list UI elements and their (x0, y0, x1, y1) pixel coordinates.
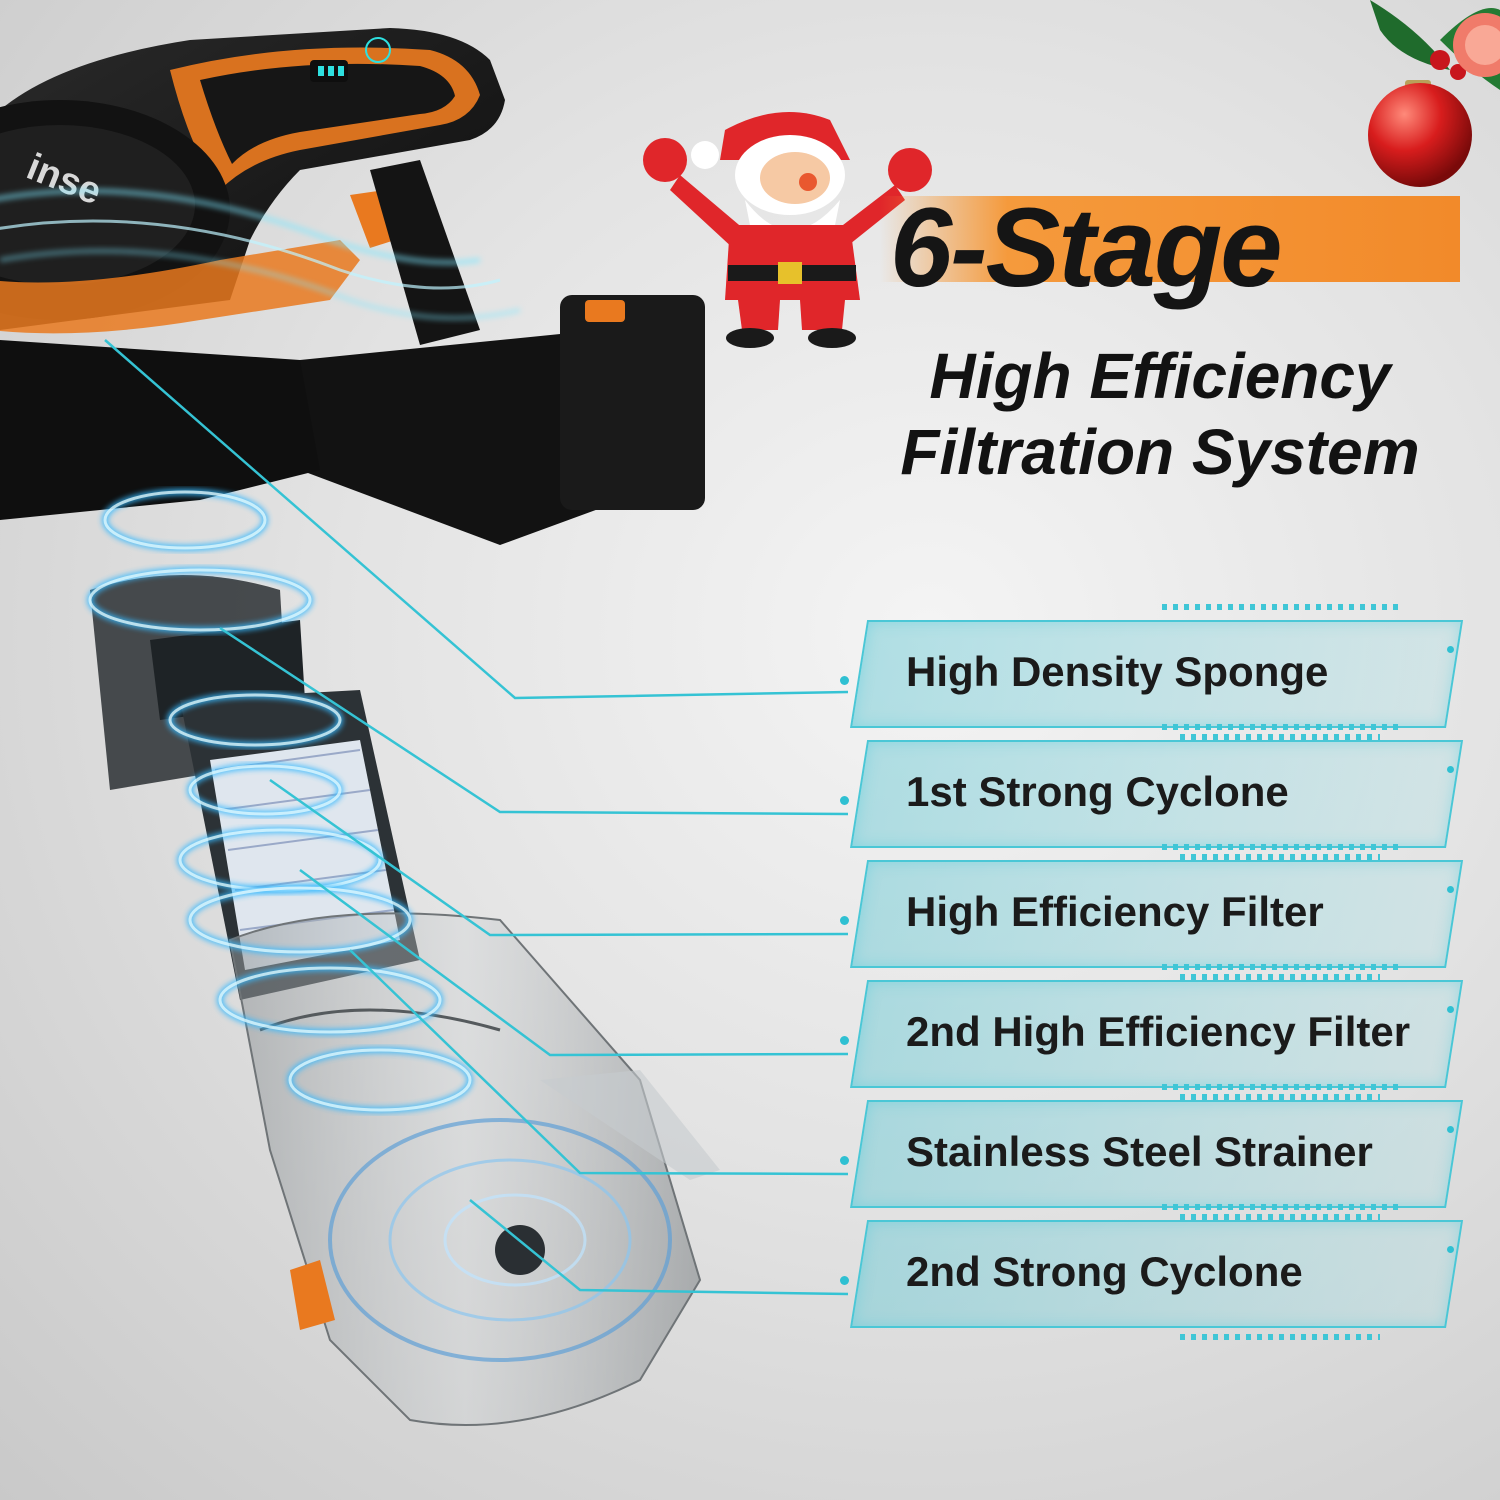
connector-dot (1447, 1246, 1454, 1253)
stage-label: 2nd High Efficiency Filter (906, 1008, 1411, 1055)
christmas-ornament-icon (1368, 13, 1500, 187)
connector-dot (840, 1276, 849, 1285)
connector-dot (1447, 886, 1454, 893)
leader-line-cyclone-2 (469, 1199, 849, 1296)
leader-line-cyclone-1 (219, 626, 849, 816)
panel-ticks (1162, 724, 1402, 730)
panel-ticks (1162, 844, 1402, 850)
panel-ticks (1180, 974, 1380, 980)
stage-panel-cyclone-2: 2nd Strong Cyclone (840, 1204, 1464, 1340)
cordless-vacuum-illustration: inse (0, 28, 705, 545)
subtitle: High Efficiency Filtration System (860, 338, 1460, 490)
panel-ticks (1180, 1094, 1380, 1100)
stage-panel-strainer: Stainless Steel Strainer (840, 1084, 1464, 1220)
panel-ticks (1162, 1084, 1402, 1090)
panel-ticks (1162, 964, 1402, 970)
stage-panel-filter-2: 2nd High Efficiency Filter (840, 964, 1464, 1100)
panel-ticks (1180, 854, 1380, 860)
stage-label: 1st Strong Cyclone (906, 768, 1289, 815)
stage-label: 2nd Strong Cyclone (906, 1248, 1303, 1295)
connector-dot (840, 1156, 849, 1165)
filter-stack-illustration (87, 489, 720, 1426)
stage-panel-cyclone-1: 1st Strong Cyclone (840, 724, 1464, 860)
leader-line-strainer (349, 949, 849, 1176)
leader-line-sponge (104, 339, 849, 700)
connector-dot (1447, 1126, 1454, 1133)
subtitle-line-2: Filtration System (900, 416, 1420, 488)
subtitle-line-1: High Efficiency (929, 340, 1391, 412)
connector-dot (1447, 1006, 1454, 1013)
panel-ticks (1180, 1214, 1380, 1220)
panel-ticks (1162, 604, 1402, 610)
stage-label: High Density Sponge (906, 648, 1329, 695)
connector-dot (840, 796, 849, 805)
panel-ticks (1180, 1334, 1380, 1340)
leader-line-filter-2 (299, 868, 849, 1057)
panel-ticks (1180, 734, 1380, 740)
panel-ticks (1162, 1204, 1402, 1210)
stage-panel-sponge: High Density Sponge (840, 604, 1464, 740)
connector-dot (840, 916, 849, 925)
stage-panel-filter-1: High Efficiency Filter (840, 844, 1464, 980)
headline: 6-Stage (890, 185, 1283, 310)
connector-dot (1447, 766, 1454, 773)
connector-dot (840, 1036, 849, 1045)
stage-label: Stainless Steel Strainer (906, 1128, 1373, 1175)
connector-dot (1447, 646, 1454, 653)
callout-leader-lines (104, 339, 849, 1296)
santa-claus-illustration (643, 112, 932, 348)
connector-dot (840, 676, 849, 685)
headline-highlight-bar (880, 196, 1460, 282)
stage-label: High Efficiency Filter (906, 888, 1324, 935)
leader-line-filter-1 (269, 778, 849, 937)
